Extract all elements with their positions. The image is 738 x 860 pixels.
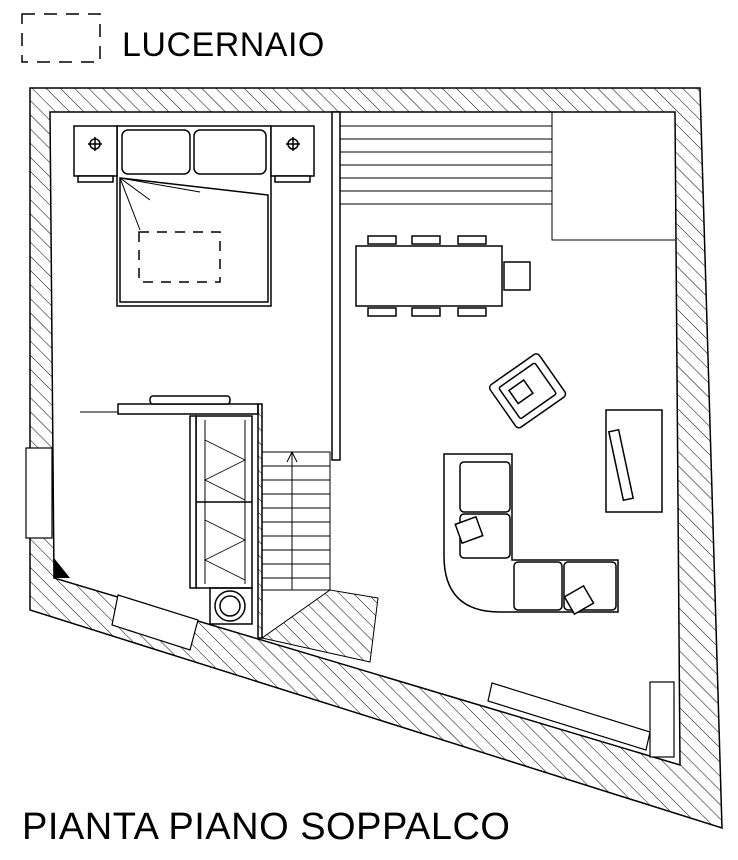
partition-wall xyxy=(331,111,341,461)
window-south-right xyxy=(487,682,651,751)
nightstand-right xyxy=(270,125,315,183)
upper-staircase xyxy=(339,112,675,241)
lower-staircase xyxy=(260,450,379,663)
window-west xyxy=(25,447,53,539)
bathroom-block xyxy=(80,395,263,639)
armchair xyxy=(488,353,567,429)
window-east xyxy=(649,681,675,758)
perimeter-wall xyxy=(29,87,723,830)
corner-marker xyxy=(54,558,70,578)
nightstand-left xyxy=(73,125,118,183)
tv-unit xyxy=(605,409,663,513)
skylight-legend-label: LUCERNAIO xyxy=(122,26,325,64)
skylight-legend-icon xyxy=(21,13,101,63)
dining-table xyxy=(355,235,531,317)
double-bed xyxy=(116,125,272,307)
plan-title: PIANTA PIANO SOPPALCO xyxy=(22,806,511,848)
corner-sofa xyxy=(443,453,619,616)
window-south-left xyxy=(111,594,199,651)
